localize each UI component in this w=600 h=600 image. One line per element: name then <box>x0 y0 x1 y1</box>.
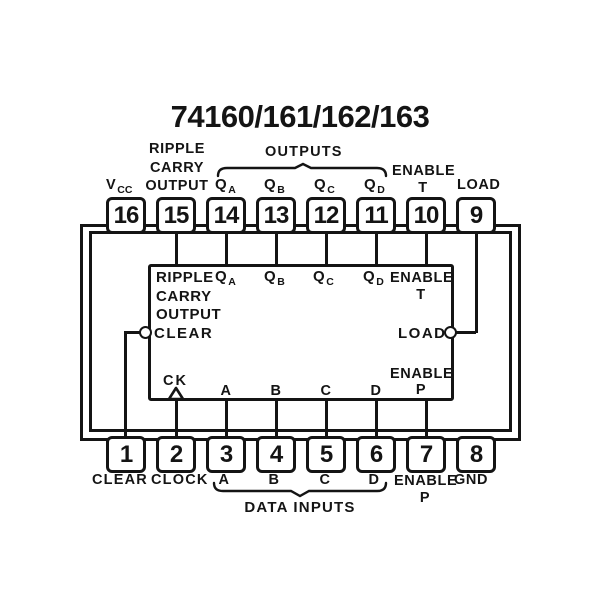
qd-port-label: QD <box>363 268 384 288</box>
pin-6: 6 <box>356 436 396 473</box>
wire-pin5-c <box>324 398 328 438</box>
package-outline-outer <box>80 224 521 441</box>
clock-label-bottom: CLOCK <box>151 472 209 488</box>
wire-pin1-clear-horizontal <box>124 331 142 334</box>
pin-10: 10 <box>406 197 446 234</box>
qa-port-label: QA <box>215 268 236 288</box>
load-label-top: LOAD <box>457 177 501 193</box>
wire-pin9-load-vertical <box>474 232 478 333</box>
b-port-label: B <box>270 383 282 399</box>
wire-pin12-qc <box>324 232 328 266</box>
c-port-label: C <box>320 383 332 399</box>
outputs-brace <box>216 162 388 178</box>
c-label-bottom: C <box>319 472 331 488</box>
b-label-bottom: B <box>268 472 280 488</box>
qb-port-label: QB <box>264 268 285 288</box>
wire-pin13-qb <box>274 232 278 266</box>
pin-13: 13 <box>256 197 296 234</box>
wire-pin2-ck <box>174 398 178 438</box>
wire-pin15-rco <box>174 232 178 266</box>
clock-edge-triangle-icon <box>167 386 185 401</box>
data-inputs-brace <box>212 481 388 498</box>
ripple-carry-output-port-label: RIPPLE CARRY OUTPUT <box>156 269 222 323</box>
page-title: 74160/161/162/163 <box>170 99 430 134</box>
vcc-base: V <box>106 177 117 193</box>
wire-pin14-qa <box>224 232 228 266</box>
load-port-label: LOAD <box>398 325 447 342</box>
load-inverter-bubble <box>444 326 457 339</box>
qc-label-top: QC <box>314 176 335 196</box>
pin-9: 9 <box>456 197 496 234</box>
d-label-bottom: D <box>368 472 380 488</box>
d-port-label: D <box>370 383 382 399</box>
data-inputs-group-label: DATA INPUTS <box>244 499 356 516</box>
pin-2: 2 <box>156 436 196 473</box>
enable-t-label-top: ENABLE T <box>392 163 456 196</box>
ck-port-label: CK <box>163 373 188 389</box>
enable-t-port-label: ENABLE T <box>390 270 454 303</box>
pin-5: 5 <box>306 436 346 473</box>
qb-label-top: QB <box>264 176 285 196</box>
outputs-group-label: OUTPUTS <box>265 144 343 160</box>
qc-port-label: QC <box>313 268 334 288</box>
enable-p-label-bottom: ENABLE P <box>394 473 458 506</box>
wire-pin7-enable-p <box>424 398 428 438</box>
wire-pin1-clear-vertical <box>124 332 127 438</box>
enable-p-port-label: ENABLE P <box>390 366 454 398</box>
wire-pin4-b <box>274 398 278 438</box>
wire-pin10-enable-t <box>424 232 428 266</box>
pin-4: 4 <box>256 436 296 473</box>
pin-16: 16 <box>106 197 146 234</box>
qa-label-top: QA <box>215 176 236 196</box>
a-label-bottom: A <box>218 472 230 488</box>
wire-pin3-a <box>224 398 228 438</box>
ripple-carry-output-label-top: RIPPLE CARRY OUTPUT <box>145 141 209 194</box>
vcc-subscript: CC <box>117 184 133 196</box>
pin-11: 11 <box>356 197 396 234</box>
pin-14: 14 <box>206 197 246 234</box>
pin-12: 12 <box>306 197 346 234</box>
clear-port-label: CLEAR <box>154 325 214 342</box>
a-port-label: A <box>220 383 232 399</box>
pin-15: 15 <box>156 197 196 234</box>
qd-label-top: QD <box>364 176 385 196</box>
pin-8: 8 <box>456 436 496 473</box>
wire-pin6-d <box>374 398 378 438</box>
wire-pin11-qd <box>374 232 378 266</box>
package-outline-inner <box>89 231 512 432</box>
clear-label-bottom: CLEAR <box>92 472 148 488</box>
clear-inverter-bubble <box>139 326 152 339</box>
vcc-label: VCC <box>106 178 132 196</box>
pin-1: 1 <box>106 436 146 473</box>
pin-3: 3 <box>206 436 246 473</box>
gnd-label-bottom: GND <box>454 472 489 488</box>
wire-pin9-load-horizontal <box>456 331 476 334</box>
pin-7: 7 <box>406 436 446 473</box>
